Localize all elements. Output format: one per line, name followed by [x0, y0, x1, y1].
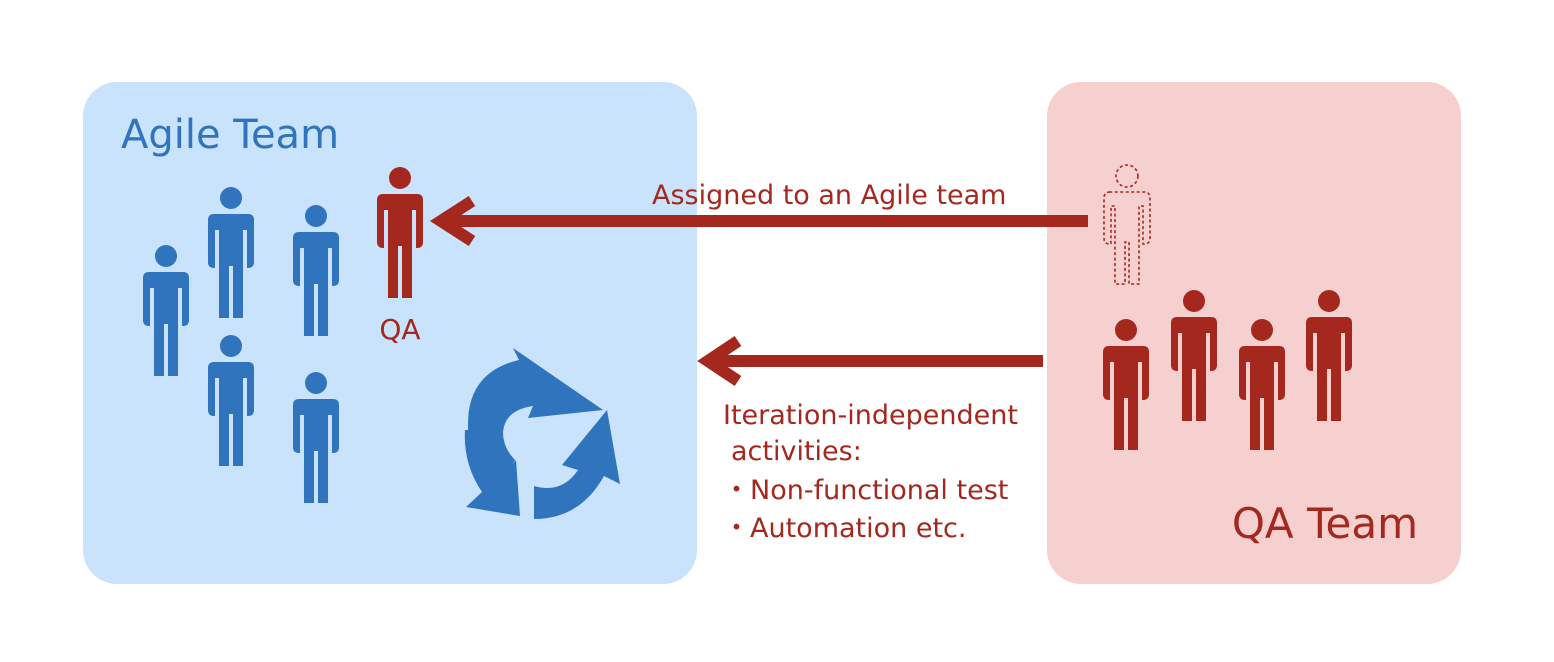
activities-bullet-item: ・Non-functional test: [723, 475, 1008, 506]
assignment-arrow: [429, 195, 1088, 247]
dashed-person-icon: [1103, 164, 1151, 285]
qa-member-label: QA: [379, 313, 420, 346]
cycle-arrows-icon: [464, 348, 620, 519]
assignment-arrow-label: Assigned to an Agile team: [652, 180, 1006, 211]
activities-bullet-item: ・Automation etc.: [723, 513, 966, 544]
agile-team-title: Agile Team: [121, 112, 339, 158]
qa-team-title: QA Team: [1232, 499, 1418, 548]
activities-arrow: [697, 336, 1043, 386]
activities-label-line2: activities:: [731, 436, 862, 467]
activities-label-line1: Iteration-independent: [723, 400, 1018, 431]
activities-label: Iteration-independent activities: ・Non-f…: [723, 400, 1018, 544]
